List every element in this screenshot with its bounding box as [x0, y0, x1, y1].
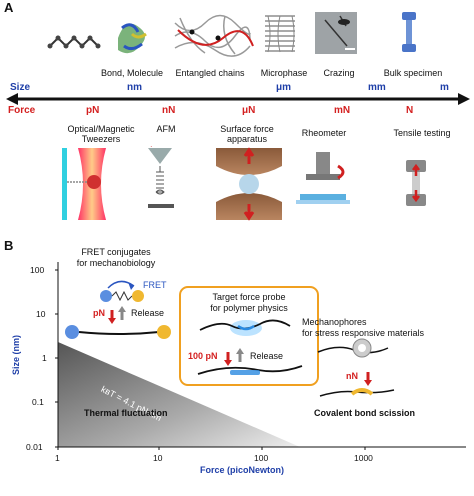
panel-a-letter: A [4, 0, 14, 15]
force-unit-n: N [406, 105, 414, 116]
y-ticks [55, 269, 58, 448]
label-sfa: Surface force apparatus [220, 124, 274, 144]
microphase-icon [265, 15, 295, 53]
technique-illustrations [62, 146, 426, 221]
force-unit-un: μN [242, 105, 256, 116]
label-tensile-testing: Tensile testing [393, 128, 451, 138]
mech-force-nn: nN [346, 371, 358, 381]
fret-title-2: for mechanobiology [76, 258, 156, 268]
force-axis-label: Force [8, 105, 36, 116]
label-microphase: Microphase [260, 68, 308, 78]
fret-label: FRET [143, 280, 167, 290]
size-unit-um: μm [276, 82, 292, 93]
fret-force-pn: pN [93, 308, 105, 318]
y-tick-1: 1 [42, 353, 47, 363]
label-afm: AFM [156, 124, 176, 134]
size-axis-label: Size [10, 82, 31, 93]
specimen-icon [402, 12, 416, 52]
scale-arrow [6, 93, 470, 105]
target-probe-box [179, 286, 319, 386]
label-tweezers: Optical/Magnetic Tweezers [67, 124, 135, 144]
size-unit-nm: nm [127, 82, 142, 93]
tweezers-icon [62, 148, 106, 220]
y-axis-label: Size (nm) [11, 335, 21, 376]
panel-b-letter: B [4, 238, 14, 253]
afm-icon [148, 146, 174, 208]
rheometer-icon [296, 152, 350, 204]
x-axis-label: Force (picoNewton) [200, 465, 285, 475]
protein-icon [118, 23, 147, 54]
mech-title-2: for stress responsive materials [302, 328, 425, 338]
probe-title-2: for polymer physics [210, 303, 288, 313]
y-tick-0-01: 0.01 [26, 442, 43, 452]
scale-illustrations [47, 12, 416, 57]
tensile-icon [406, 160, 426, 206]
size-unit-m: m [440, 82, 449, 93]
label-crazing: Crazing [323, 68, 355, 78]
probe-illustration [197, 319, 303, 375]
sfa-icon [216, 147, 282, 221]
x-tick-100: 100 [254, 453, 269, 463]
fret-illustration [65, 280, 171, 339]
y-tick-100: 100 [30, 265, 45, 275]
crazing-icon [315, 12, 357, 54]
probe-title-1: Target force probe [212, 292, 286, 302]
force-unit-pn: pN [86, 105, 100, 116]
probe-force: 100 pN [188, 351, 218, 361]
y-tick-10: 10 [36, 309, 46, 319]
label-bond-molecule: Bond, Molecule [100, 68, 164, 78]
thermal-fluctuation-label: Thermal fluctuation [84, 408, 168, 418]
y-tick-0-1: 0.1 [32, 397, 44, 407]
entangled-chains-icon [174, 14, 254, 57]
force-unit-nn: nN [162, 105, 176, 116]
label-rheometer: Rheometer [301, 128, 347, 138]
x-tick-10: 10 [153, 453, 163, 463]
size-unit-mm: mm [368, 82, 386, 93]
covalent-bond-label: Covalent bond scission [314, 408, 416, 418]
x-ticks [57, 447, 366, 450]
x-tick-1000: 1000 [354, 453, 373, 463]
force-unit-mn: mN [334, 105, 351, 116]
fret-release: Release [131, 308, 165, 318]
probe-release: Release [250, 351, 284, 361]
label-entangled-chains: Entangled chains [175, 68, 245, 78]
thermal-region [58, 342, 300, 447]
x-tick-1: 1 [55, 453, 60, 463]
fret-title-1: FRET conjugates [81, 247, 151, 257]
mech-title-1: Mechanophores [302, 317, 367, 327]
molecule-icon [47, 35, 101, 49]
label-bulk-specimen: Bulk specimen [383, 68, 443, 78]
mechanophore-illustration [317, 338, 395, 397]
